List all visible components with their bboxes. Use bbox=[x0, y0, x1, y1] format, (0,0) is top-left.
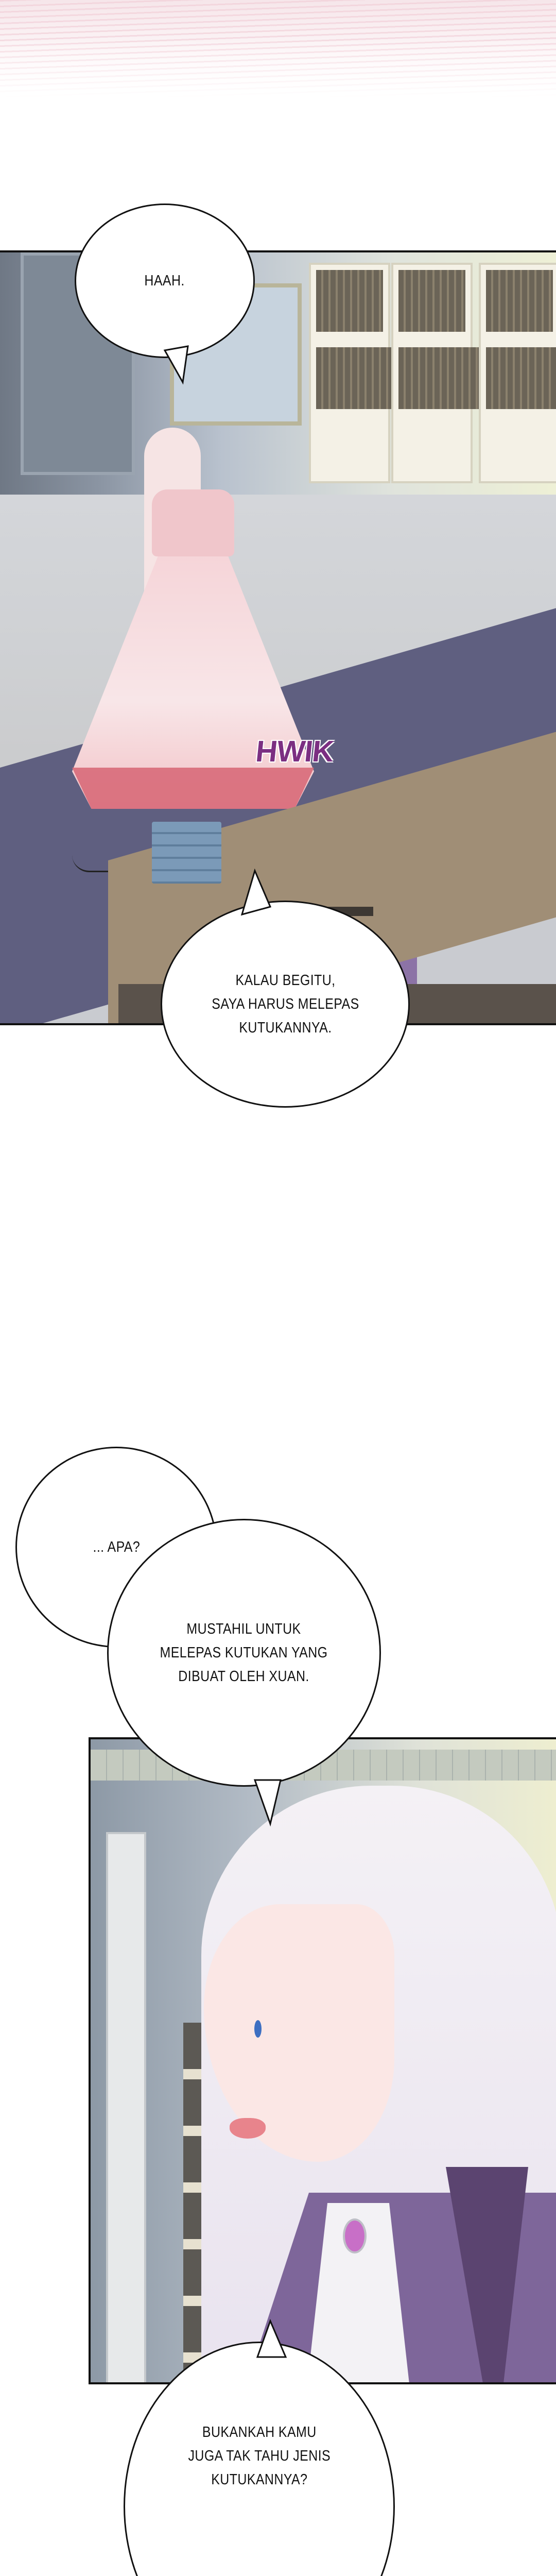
speed-lines-background bbox=[0, 0, 556, 98]
speech-bubble-haah: HAAH. bbox=[75, 204, 255, 358]
bubble-line: MELEPAS KUTUKAN YANG bbox=[160, 1645, 328, 1661]
bubble-line: HAAH. bbox=[144, 273, 185, 289]
bookshelf bbox=[479, 263, 556, 483]
bubble-line: ... APA? bbox=[93, 1539, 140, 1555]
panel-library-scene: HWIK bbox=[0, 250, 556, 1025]
bubble-line: DIBUAT OLEH XUAN. bbox=[178, 1668, 310, 1685]
bubble-line: BUKANKAH KAMU bbox=[202, 2424, 317, 2441]
blue-eye bbox=[254, 2020, 262, 2038]
speech-bubble-impossible: MUSTAHIL UNTUK MELEPAS KUTUKAN YANG DIBU… bbox=[107, 1519, 381, 1787]
bubble-line: JUGA TAK TAHU JENIS bbox=[188, 2448, 331, 2464]
bubble-line: KALAU BEGITU, bbox=[235, 972, 336, 989]
bubble-line: SAYA HARUS MELEPAS bbox=[211, 996, 359, 1012]
speech-bubble-release-curse: KALAU BEGITU, SAYA HARUS MELEPAS KUTUKAN… bbox=[161, 901, 410, 1108]
open-mouth bbox=[230, 2118, 266, 2139]
stacked-books bbox=[152, 822, 221, 884]
amethyst-brooch bbox=[343, 2218, 367, 2253]
dress-bodice bbox=[152, 489, 234, 556]
fluted-pillar bbox=[106, 1832, 146, 2382]
bubble-line: MUSTAHIL UNTUK bbox=[186, 1621, 302, 1637]
bubble-line: KUTUKANNYA. bbox=[238, 1020, 332, 1036]
bubble-line: KUTUKANNYA? bbox=[211, 2471, 308, 2488]
dress-ruffle-hem bbox=[72, 768, 314, 809]
